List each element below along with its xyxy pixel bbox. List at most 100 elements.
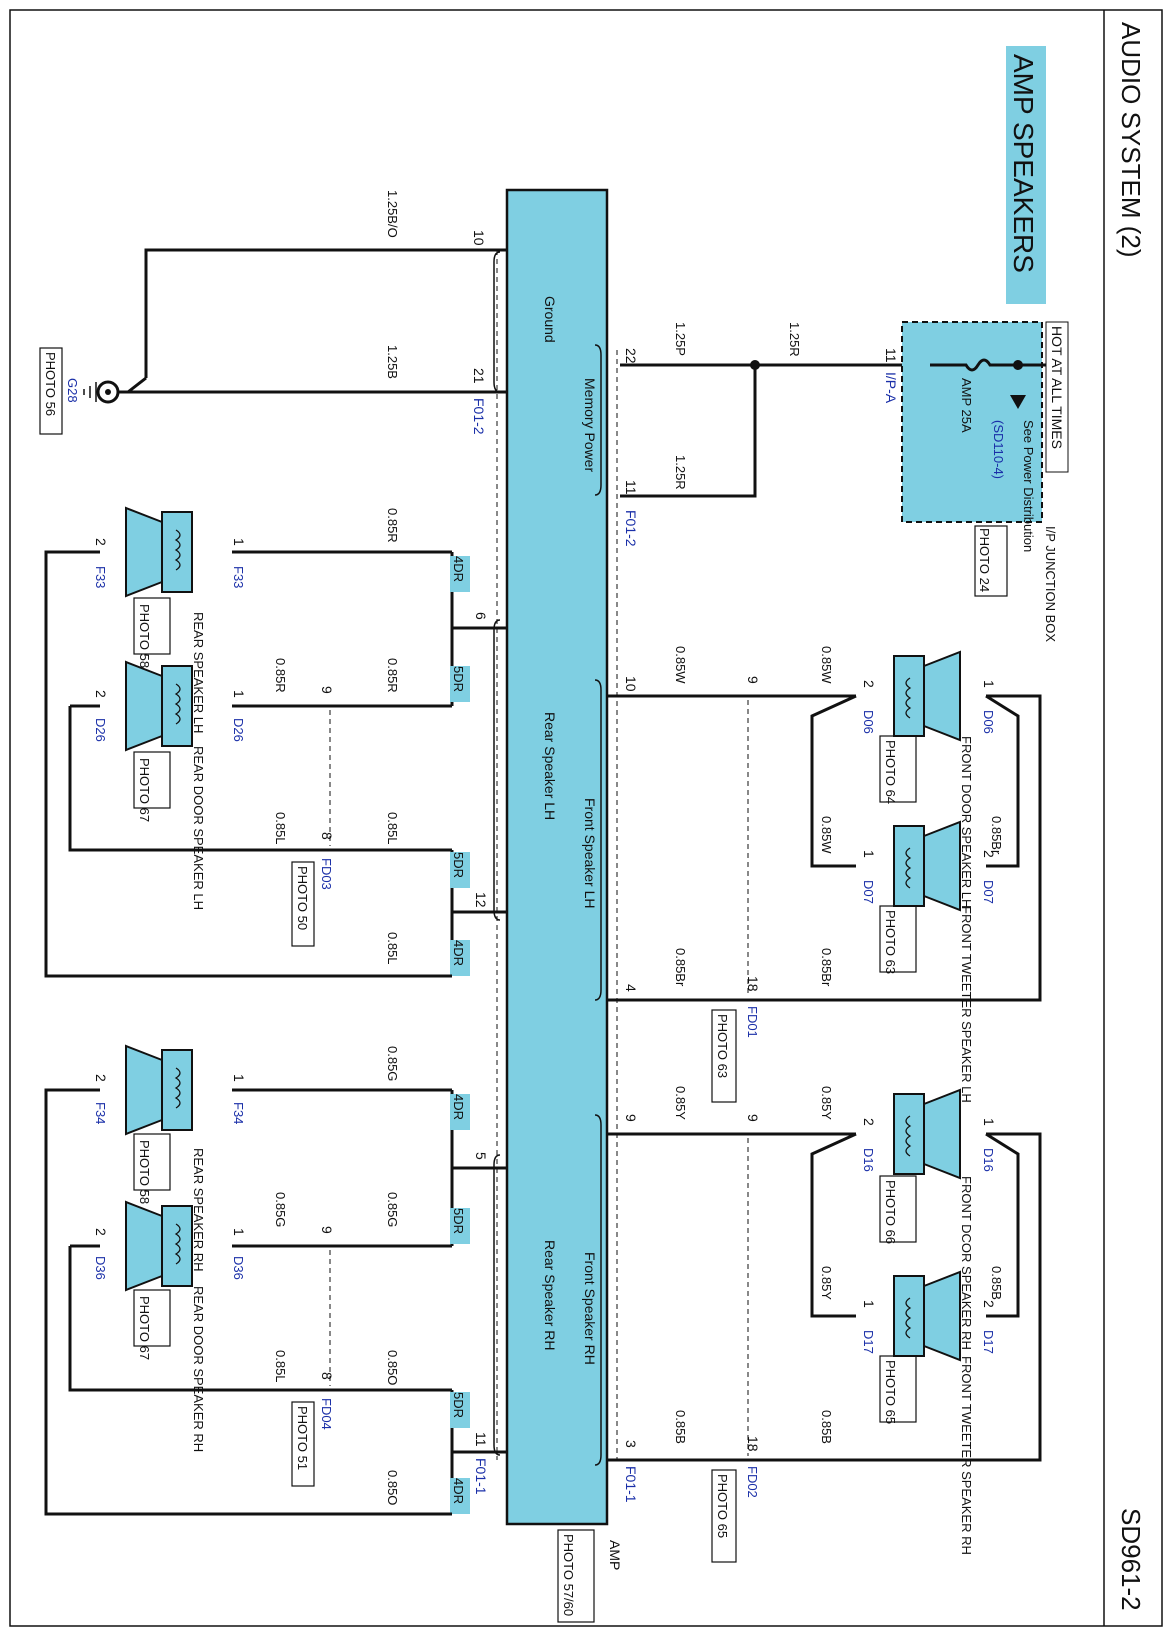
wire-085br-2: 0.85Br [819, 948, 834, 987]
ground-connector: G28 [65, 378, 80, 403]
rear-lh-photo: PHOTO 58 [137, 604, 152, 668]
pin-9-fd01: 9 [745, 676, 761, 684]
wire-085o-2: 0.85O [385, 1470, 400, 1505]
conn-d06-1: D06 [981, 710, 996, 734]
conn-fd01: FD01 [745, 1006, 760, 1038]
pin-1-d16: 1 [981, 1118, 997, 1126]
pin-2-d26: 2 [93, 690, 109, 698]
rear-speaker-rh [125, 1045, 193, 1135]
pin-9-fd03: 9 [319, 686, 335, 694]
conn-d06-2: D06 [861, 710, 876, 734]
wire-085l-1: 0.85L [385, 812, 400, 845]
wire-085l-4: 0.85L [273, 1350, 288, 1383]
conn-f01-2-gnd: F01-2 [471, 398, 487, 435]
pin-4: 4 [623, 984, 639, 992]
banner [1006, 46, 1046, 304]
conn-d26-1: D26 [231, 718, 246, 742]
conn-d16-1: D16 [981, 1148, 996, 1172]
page-code: SD961-2 [1116, 1508, 1146, 1611]
pin-18-fd01: 18 [745, 976, 761, 992]
pin-2-d17: 2 [981, 1300, 997, 1308]
pin-22: 22 [623, 348, 639, 364]
pin-2-f34: 2 [93, 1074, 109, 1082]
pin-2-f33: 2 [93, 538, 109, 546]
page-frame [9, 9, 1163, 1627]
wire-085g-1: 0.85G [385, 1046, 400, 1081]
wire-085y-3: 0.85Y [819, 1266, 834, 1300]
pin-9-front: 9 [623, 1114, 639, 1122]
conn-f01-2-top: F01-2 [623, 510, 639, 547]
wire-125r: 1.25R [787, 322, 802, 357]
rear-speaker-lh [125, 507, 193, 597]
rear-door-rh-name: REAR DOOR SPEAKER RH [191, 1286, 206, 1452]
pin-1-f33: 1 [231, 538, 247, 546]
amp-unit [505, 188, 609, 1526]
front-door-rh-name: FRONT DCOR SPEAKER RH [959, 1176, 974, 1350]
pin-18-fd02: 18 [745, 1436, 761, 1452]
front-door-rh-photo: PHOTO 66 [883, 1180, 898, 1244]
pin-10-gnd: 10 [471, 230, 487, 246]
front-door-speaker-rh [893, 1089, 961, 1179]
fd02-photo: PHOTO 65 [715, 1474, 730, 1538]
front-tweeter-rh-name: FRONT TWEETER SPEAKER RH [959, 1356, 974, 1555]
conn-d16-2: D16 [861, 1148, 876, 1172]
wire-085w-1: 0.85W [673, 646, 688, 684]
pin-1-f34: 1 [231, 1074, 247, 1082]
front-tweeter-lh-name: FRONT TWEETER SPEAKER LH [959, 906, 974, 1103]
ip-junction-box [901, 321, 1043, 523]
conn-d26-2: D26 [93, 718, 108, 742]
pin-11-mem: 11 [623, 480, 639, 495]
amp-memory-label: Memory Power [582, 378, 598, 472]
tag-5dr-1: 5DR [451, 666, 466, 692]
wire-085r-3: 0.85R [273, 658, 288, 693]
jb-name: I/P JUNCTION BOX [1043, 526, 1058, 642]
wire-085w-3: 0.85W [819, 816, 834, 854]
fd03-photo: PHOTO 50 [295, 866, 310, 930]
conn-f01-1-left: F01-1 [473, 1458, 489, 1495]
front-door-speaker-lh [893, 651, 961, 741]
wire-085l-2: 0.85L [273, 812, 288, 845]
amp-rear-rh-label: Rear Speaker RH [542, 1240, 558, 1351]
conn-fd02: FD02 [745, 1466, 760, 1498]
pin-6: 6 [473, 612, 489, 620]
pin-1-d36: 1 [231, 1228, 247, 1236]
conn-d17-2: D17 [981, 1330, 996, 1354]
conn-d36-2: D36 [93, 1256, 108, 1280]
amp-ground-label: Ground [542, 296, 558, 343]
wire-085r-2: 0.85R [385, 658, 400, 693]
wire-125b: 1.25B [385, 345, 400, 379]
pin-21: 21 [471, 368, 487, 384]
tag-5dr-2: 5DR [451, 852, 466, 878]
pin-1-d07: 1 [861, 850, 877, 858]
conn-f34-1: F34 [231, 1102, 246, 1124]
front-tweeter-speaker-rh [893, 1271, 961, 1361]
front-tweeter-rh-photo: PHOTO 65 [883, 1360, 898, 1424]
pin-3: 3 [623, 1440, 639, 1448]
conn-d17-1: D17 [861, 1330, 876, 1354]
hot-label: HOT AT ALL TIMES [1049, 326, 1065, 449]
tag-4dr-4: 4DR [451, 1478, 466, 1504]
banner-title: AMP SPEAKERS [1008, 54, 1039, 273]
rear-door-rh-photo: PHOTO 67 [137, 1296, 152, 1360]
rear-door-speaker-rh [125, 1201, 193, 1291]
ground-photo: PHOTO 56 [43, 352, 58, 416]
jb-pin: 11 [883, 348, 899, 363]
tag-5dr-4: 5DR [451, 1392, 466, 1418]
wire-085b-2: 0.85B [819, 1410, 834, 1444]
jb-connector: I/P-A [883, 372, 899, 404]
conn-f34-2: F34 [93, 1102, 108, 1124]
wire-125p: 1.25P [673, 322, 688, 356]
wire-085y-1: 0.85Y [673, 1086, 688, 1120]
rear-door-speaker-lh [125, 661, 193, 751]
conn-d07-1: D07 [861, 880, 876, 904]
conn-d36-1: D36 [231, 1256, 246, 1280]
fd01-photo: PHOTO 63 [715, 1014, 730, 1078]
pin-11-f01-1: 11 [473, 1432, 489, 1447]
wire-085w-2: 0.85W [819, 646, 834, 684]
pin-1-d26: 1 [231, 690, 247, 698]
wire-085o-1: 0.85O [385, 1350, 400, 1385]
wire-085br-3: 0.85Br [989, 816, 1004, 855]
tag-4dr-2: 4DR [451, 940, 466, 966]
page-title: AUDIO SYSTEM (2) [1116, 22, 1146, 257]
